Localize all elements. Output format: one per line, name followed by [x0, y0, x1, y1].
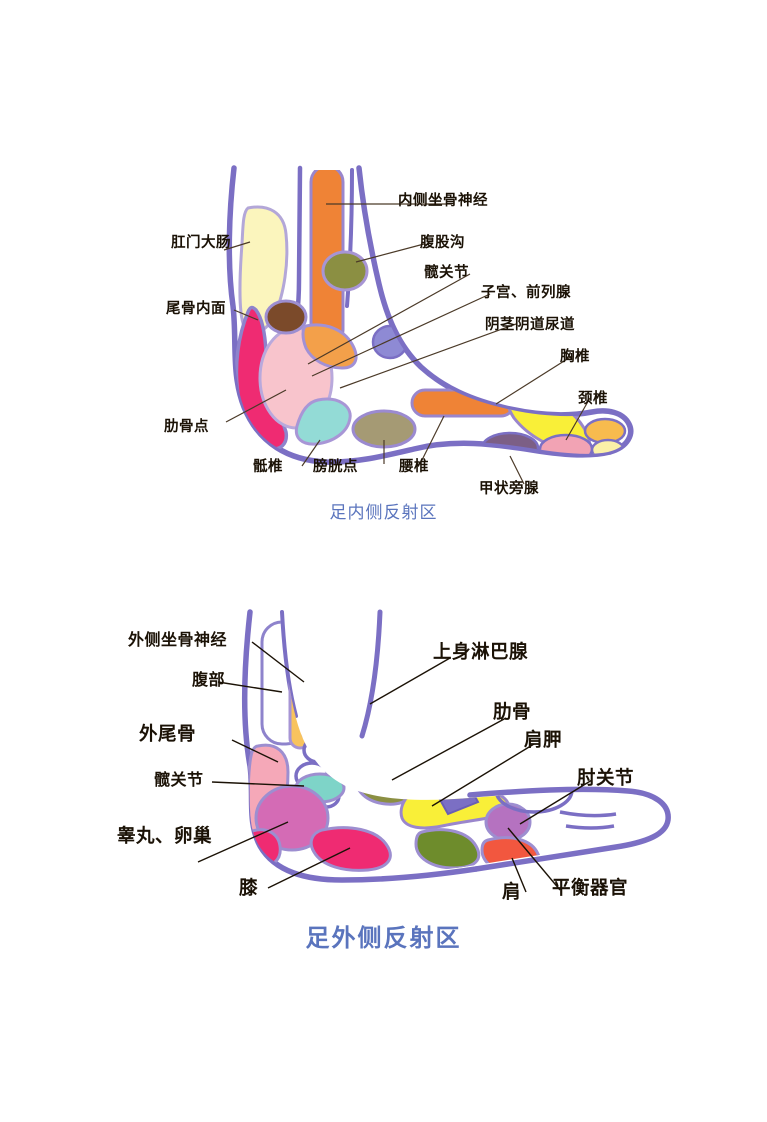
label-abdomen: 腹部 [192, 670, 226, 689]
label-sacrum: 骶椎 [253, 459, 283, 475]
label-shoulder: 肩 [502, 882, 522, 903]
label-scapula: 肩胛 [524, 730, 563, 751]
zone-rib [352, 743, 420, 806]
label-lumbar-vertebra: 腰椎 [399, 459, 429, 475]
leader-rib-point [225, 389, 287, 423]
zone-upper-lymph [330, 656, 394, 740]
label-penis-vagina-urethra: 阴茎阴道尿道 [485, 317, 575, 333]
label-outer-coccyx: 外尾骨 [139, 724, 197, 745]
label-knee: 膝 [239, 878, 259, 899]
diagram-medial-foot: 内侧坐骨神经 肛门大肠 腹股沟 尾骨内面 髋关节 子宫、前列腺 阴茎阴道尿道 胸… [0, 160, 767, 550]
leader-upper-lymph [369, 657, 451, 705]
leader-elbow-joint [519, 779, 593, 825]
leader-knee [267, 847, 351, 889]
leader-groin [355, 243, 425, 263]
label-balance-organ: 平衡器官 [552, 878, 629, 899]
leader-uterus [311, 293, 491, 377]
leader-cervical [565, 397, 591, 441]
diagram-lateral-foot: 外侧坐骨神经 腹部 上身淋巴腺 外尾骨 肋骨 髋关节 肩胛 肘关节 睾丸、卵巢 … [0, 600, 767, 980]
title-lateral-foot: 足外侧反射区 [305, 924, 462, 952]
label-sciatic-medial: 内侧坐骨神经 [398, 193, 488, 209]
label-hip-joint-lateral: 髋关节 [154, 770, 204, 789]
leader-lumbar [421, 415, 445, 461]
leader-testis-ovary [197, 821, 289, 863]
zone-sacrum [294, 397, 352, 446]
leader-hip-joint-lateral [211, 781, 305, 787]
leader-parathyroid [509, 455, 525, 485]
label-upper-lymph: 上身淋巴腺 [433, 642, 529, 663]
leader-balance-organ [507, 827, 561, 891]
zone-balance-green [414, 828, 481, 870]
label-parathyroid: 甲状旁腺 [479, 481, 539, 497]
label-uterus-prostate: 子宫、前列腺 [481, 285, 571, 301]
medial-foot-illustration [223, 165, 634, 485]
leader-penis [339, 323, 517, 389]
leader-shoulder [511, 857, 527, 893]
lateral-foot-illustration [197, 609, 671, 893]
zone-groin [321, 250, 369, 292]
leader-sciatic-lateral [251, 641, 305, 683]
label-cervical-vertebra: 颈椎 [578, 391, 608, 407]
label-coccyx-inner: 尾骨内面 [166, 301, 226, 317]
hatch-marks [312, 660, 334, 692]
zone-coccyx-brown [264, 299, 308, 335]
leader-coccyx-inner [233, 309, 259, 321]
leader-thoracic [495, 355, 573, 405]
label-elbow-joint: 肘关节 [577, 768, 635, 789]
leader-lines-medial [223, 203, 591, 485]
medial-reflex-zones [234, 170, 627, 461]
label-thoracic-vertebra: 胸椎 [560, 349, 590, 365]
leader-scapula [431, 743, 535, 807]
label-testis-ovary: 睾丸、卵巢 [117, 826, 213, 847]
title-medial-foot: 足内侧反射区 [329, 503, 438, 523]
leader-rib [391, 717, 507, 781]
leader-hip-joint [307, 273, 471, 365]
label-sciatic-lateral: 外侧坐骨神经 [128, 630, 228, 649]
label-bladder-point: 膀胱点 [313, 459, 358, 475]
label-rib: 肋骨 [493, 702, 532, 723]
leader-abdomen [217, 681, 283, 693]
label-hip-joint-medial: 髋关节 [424, 265, 469, 281]
leader-lines-lateral [197, 641, 593, 893]
zone-sciatic-nerve-lateral [288, 622, 312, 750]
zone-penis-vagina-urethra [301, 323, 358, 370]
leader-anus [223, 241, 251, 251]
leader-sacrum [301, 439, 321, 467]
label-groin: 腹股沟 [420, 235, 465, 251]
label-rib-point: 肋骨点 [164, 419, 209, 435]
leader-outer-coccyx [231, 739, 279, 763]
label-anus-large-intestine: 肛门大肠 [171, 235, 231, 251]
